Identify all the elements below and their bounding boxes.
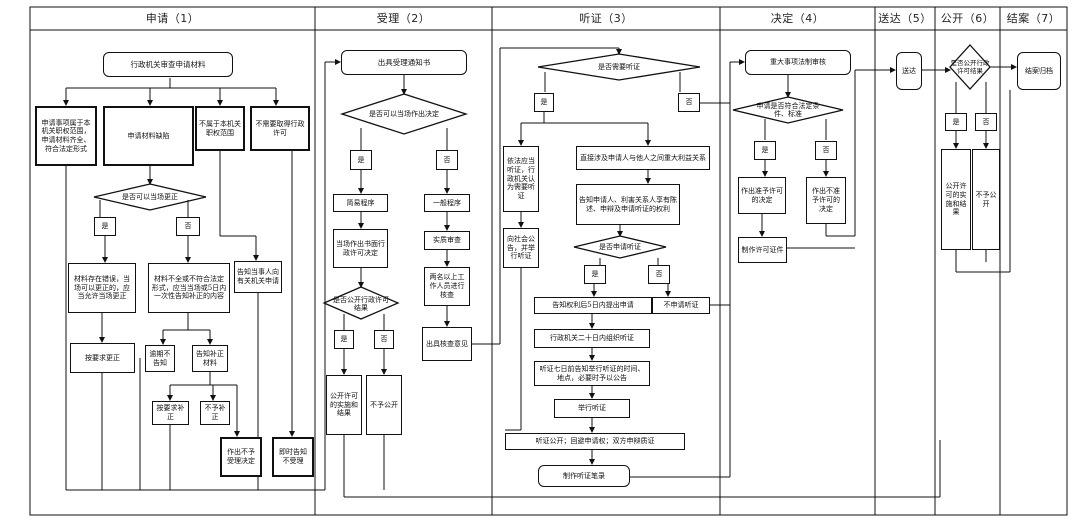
decision-need-hearing-label: 是否需要听证 [598, 62, 640, 71]
node-no-publish: 不予公开 [366, 375, 402, 435]
node-organize-hearing-20-days: 行政机关二十日内组织听证 [534, 329, 650, 348]
node-notify-supplement: 告知补正材料 [192, 345, 228, 372]
node-simple-procedure: 简易程序 [333, 194, 388, 212]
node-general-procedure: 一般程序 [424, 194, 470, 212]
node-two-staff-verify: 两名以上工作人员进行核查 [424, 267, 470, 306]
node-direct-interest: 直接涉及申请人与他人之间重大利益关系 [576, 146, 710, 170]
diamond-publish-result-6 [949, 44, 991, 90]
node-materials-defect: 申请材料缺陷 [103, 106, 194, 166]
node-no-hearing-application: 不申请听证 [652, 297, 710, 314]
decision-publish-result-label: 是否公开行政许可结果 [333, 295, 389, 312]
label-apply-no: 否 [648, 265, 670, 284]
label-public-no: 否 [374, 330, 394, 349]
decision-decide-onspot-label: 是否可以当场作出决定 [369, 109, 439, 118]
node-no-publish-6: 不予公开 [972, 149, 1000, 250]
diamond-decide-onspot [339, 93, 469, 135]
node-inform-rights: 告知申请人、利害关系人享有陈述、申辩及申请听证的权利 [576, 184, 680, 225]
node-hold-hearing: 举行听证 [554, 399, 630, 418]
node-deliver: 送达 [896, 52, 922, 90]
node-in-scope: 申请事项属于本机关职权范围，申请材料齐全、符合法定形式 [35, 106, 97, 166]
diamond-apply-hearing [573, 235, 667, 259]
node-hearing-record: 制作听证笔录 [538, 465, 630, 487]
node-inform-other-agency: 告知当事人向有关机关申请 [234, 261, 282, 293]
node-publish-implementation: 公开许可的实施和结果 [326, 375, 362, 435]
node-not-in-scope: 不属于本机关职权范围 [195, 106, 245, 151]
label-hearing-yes: 是 [534, 93, 554, 112]
decision-publish-result-6-label: 是否公开行政许可结果 [950, 59, 990, 75]
node-supplement-refused: 不予补正 [200, 401, 230, 425]
node-substantive-review: 实质审查 [424, 231, 470, 250]
node-apply-within-5-days: 告知权利后5日内提出申请 [534, 297, 652, 314]
column-header-deliver: 送达（5） [878, 12, 932, 25]
diamond-need-hearing [537, 53, 701, 81]
node-review-materials: 行政机关审查申请材料 [103, 52, 233, 77]
node-correct-as-required: 按要求更正 [70, 343, 135, 373]
diamond-publish-result-accept [322, 286, 400, 320]
node-immediate-reject: 即时告知不受理 [272, 437, 314, 477]
label-public-yes: 是 [334, 330, 354, 349]
node-acceptance-notice: 出具受理通知书 [341, 50, 467, 75]
label-legal-yes: 是 [754, 141, 776, 160]
column-header-hearing: 听证（3） [579, 12, 633, 25]
connector-lines [63, 47, 1017, 498]
node-make-certificate: 制作许可证件 [738, 237, 787, 263]
node-notify-7-days: 听证七日前告知举行听证的时间、地点，必要时予以公告 [534, 361, 650, 386]
node-hearing-by-law: 依法应当听证，行政机关认为需要听证 [503, 146, 539, 212]
node-publish-implementation-6: 公开许可的实施和结果 [941, 149, 971, 250]
column-header-close: 结案（7） [1006, 12, 1061, 25]
node-verify-opinion: 出具核查意见 [422, 327, 472, 361]
node-archive: 结案归档 [1017, 52, 1061, 90]
decision-legal-conditions-label: 申请是否符合法定条件、标准 [756, 101, 820, 118]
node-overdue-not-notify: 逾期不告知 [145, 345, 175, 372]
column-header-accept: 受理（2） [376, 12, 431, 25]
swimlane-frame [29, 6, 1068, 516]
label-pub6-yes: 是 [945, 113, 967, 131]
column-header-decision: 决定（4） [770, 12, 825, 25]
node-public-hearing-rights: 听证公开；回避申请权；双方申辩质证 [505, 433, 685, 450]
node-onspot-written-decision: 当场作出书面行政许可决定 [333, 229, 388, 268]
node-grant-permit: 作出准予许可的决定 [738, 177, 786, 214]
label-fix-yes: 是 [94, 217, 116, 236]
node-public-announcement: 向社会公告，并举行听证 [503, 228, 539, 268]
label-fix-no: 否 [176, 217, 200, 236]
label-apply-yes: 是 [584, 265, 606, 284]
label-hearing-no: 否 [678, 93, 700, 112]
label-onspot-yes: 是 [350, 150, 372, 170]
node-reject-decision: 作出不予受理决定 [220, 437, 262, 477]
column-header-publicize: 公开（6） [940, 12, 995, 25]
node-correct-onspot: 材料存在错误，当场可以更正的，应当允许当场更正 [68, 263, 136, 313]
diamond-fix-onspot [93, 183, 207, 211]
column-header-apply: 申请（1） [145, 12, 200, 25]
label-onspot-no: 否 [436, 150, 458, 170]
diamond-legal-conditions [732, 96, 844, 124]
decision-fix-onspot-label: 是否可以当场更正 [122, 192, 178, 201]
decision-apply-hearing-label: 是否申请听证 [599, 242, 641, 251]
label-pub6-no: 否 [975, 113, 997, 131]
node-no-permit-needed: 不需要取得行政许可 [250, 106, 310, 151]
label-legal-no: 否 [815, 141, 837, 160]
node-supplement-done: 按要求补正 [152, 401, 189, 425]
node-major-legal-review: 重大事项法制审核 [745, 50, 851, 75]
node-deny-permit: 作出不准予许可的决定 [806, 177, 846, 224]
decision-diamonds [93, 44, 991, 320]
node-incomplete-notify: 材料不全或不符合法定形式，应当当场或5日内一次性告知补正的内容 [148, 263, 230, 313]
